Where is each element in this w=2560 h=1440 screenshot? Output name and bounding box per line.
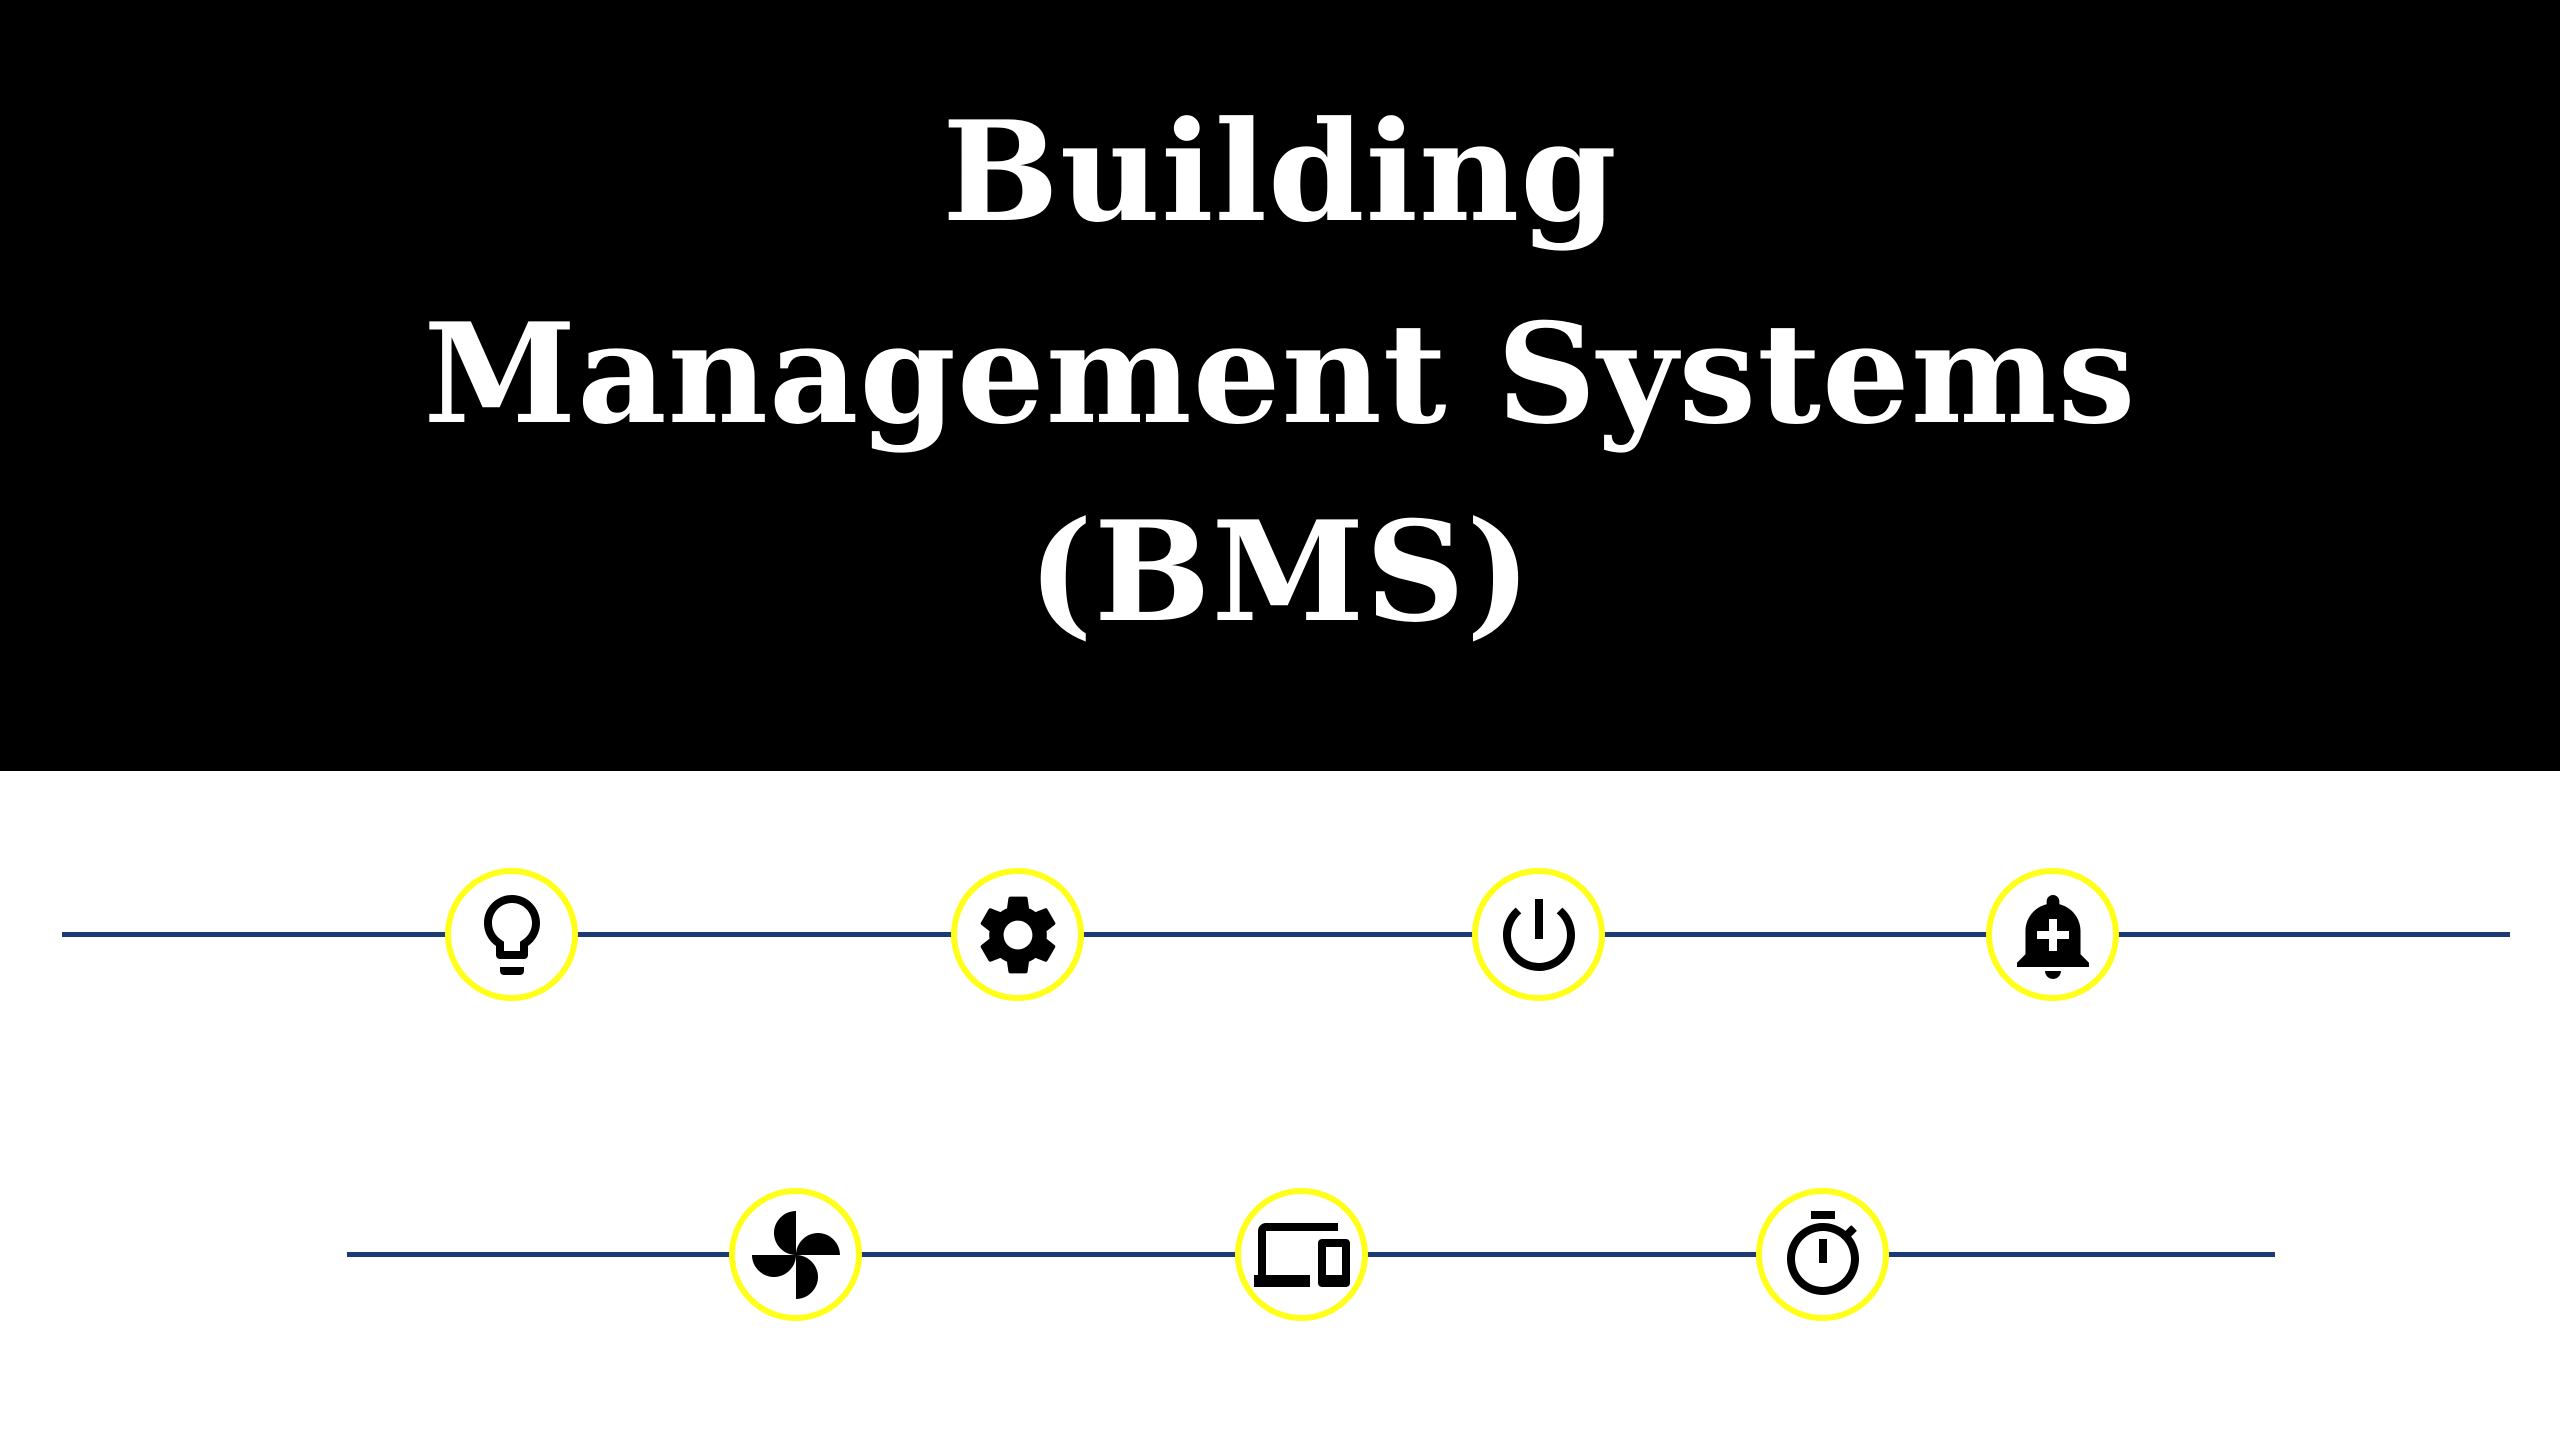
title-line-1: Building: [942, 90, 1618, 253]
title-line-2: Management Systems: [423, 292, 2137, 455]
devices-icon: [1253, 1222, 1350, 1287]
fan-node: [729, 1188, 862, 1321]
stopwatch-icon: [1786, 1210, 1859, 1295]
lightbulb-node: [445, 868, 578, 1001]
devices-node: [1235, 1188, 1368, 1321]
connector-line-row-1: [62, 932, 2510, 937]
title-line-3: (BMS): [1027, 490, 1533, 653]
gear-icon: [980, 896, 1055, 973]
stopwatch-node: [1756, 1188, 1889, 1321]
alarm-add-node: [1986, 868, 2119, 1001]
lightbulb-icon: [483, 894, 540, 975]
gear-node: [951, 868, 1084, 1001]
fan-icon: [751, 1210, 840, 1299]
power-node: [1472, 868, 1605, 1001]
title-banner: Building Management Systems (BMS): [0, 0, 2560, 771]
alarm-add-icon: [2016, 894, 2089, 979]
power-icon: [1502, 898, 1575, 971]
